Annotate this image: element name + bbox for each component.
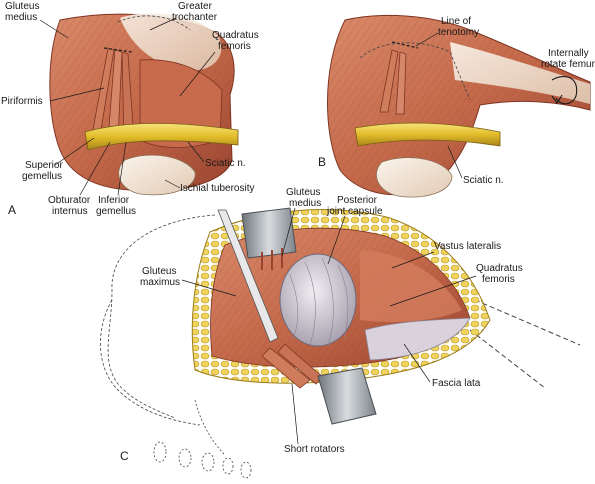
label-internally-rotate-2: rotate femur [541, 59, 595, 70]
label-sciatic-nerve-a: Sciatic n. [205, 158, 246, 169]
panel-a-greater-trochanter [120, 13, 222, 71]
label-fascia-lata: Fascia lata [432, 378, 481, 389]
label-superior-gemellus-2: gemellus [22, 171, 62, 182]
label-inferior-gemellus: Inferior [98, 195, 130, 206]
panel-c-vastus-lateralis [360, 250, 462, 322]
panel-letter-a: A [8, 203, 16, 217]
panel-c-short-rotators [261, 343, 323, 389]
label-obturator-internus-2: internus [52, 206, 88, 217]
label-vastus-lateralis: Vastus lateralis [434, 241, 501, 252]
label-quadratus-femoris-c: Quadratus [476, 263, 523, 274]
panel-a-sciatic-nerve [84, 123, 239, 151]
label-gluteus-maximus: Gluteus [142, 266, 176, 277]
label-quadratus-femoris-c-2: femoris [482, 274, 515, 285]
label-gluteus-medius-a: Gluteus [5, 1, 39, 12]
label-inferior-gemellus-2: gemellus [96, 206, 136, 217]
panel-a [49, 13, 239, 196]
rotation-arrow-icon [551, 76, 578, 105]
panel-c-posterior-capsule [279, 253, 357, 347]
label-short-rotators: Short rotators [284, 444, 345, 455]
panel-c-fascia-lata [364, 317, 471, 361]
label-posterior-capsule: Posterior [337, 195, 378, 206]
panel-a-ischial-tuberosity [118, 154, 196, 196]
label-quadratus-femoris-a-2: femoris [218, 41, 251, 52]
label-ischial-tuberosity: Ischial tuberosity [180, 183, 254, 194]
label-quadratus-femoris-a: Quadratus [212, 30, 259, 41]
label-gluteus-medius-c-2: medius [289, 198, 321, 209]
label-greater-trochanter-2: trochanter [172, 12, 218, 23]
panel-c-upper-retractor [241, 207, 297, 270]
panel-c-toes [153, 441, 252, 479]
label-piriformis: Piriformis [1, 96, 43, 107]
panel-letter-c: C [120, 449, 129, 463]
label-obturator-internus: Obturator [48, 195, 91, 206]
panel-c-labels: Gluteus medius Posterior joint capsule V… [120, 187, 523, 463]
panel-b-labels: Line of tenotomy Internally rotate femur… [318, 16, 595, 186]
label-gluteus-medius-a-2: medius [5, 12, 37, 23]
label-gluteus-maximus-2: maximus [140, 277, 180, 288]
label-gluteus-medius-c: Gluteus [286, 187, 320, 198]
label-line-of-tenotomy: Line of [441, 16, 471, 27]
panel-b-ischial-tuberosity [376, 157, 453, 198]
panel-c-body-outline [107, 214, 216, 419]
panel-c [100, 207, 581, 479]
panel-b-femur-shaft [450, 42, 590, 104]
label-line-of-tenotomy-2: tenotomy [438, 27, 479, 38]
label-sciatic-nerve-b: Sciatic n. [463, 175, 504, 186]
label-superior-gemellus: Superior [25, 160, 63, 171]
panel-letter-b: B [318, 155, 326, 169]
label-greater-trochanter: Greater [178, 1, 213, 12]
panel-c-lower-retractor [317, 367, 377, 425]
panel-c-instrument [217, 209, 279, 343]
panel-b-tenotomy-line [391, 41, 419, 49]
label-posterior-capsule-2: joint capsule [326, 206, 383, 217]
panel-b-sciatic-nerve [354, 122, 501, 147]
label-internally-rotate: Internally [548, 48, 589, 59]
panel-a-labels: Gluteus medius Greater trochanter Quadra… [1, 1, 259, 217]
panel-b [327, 14, 591, 198]
panel-b-short-rotators [379, 49, 407, 115]
